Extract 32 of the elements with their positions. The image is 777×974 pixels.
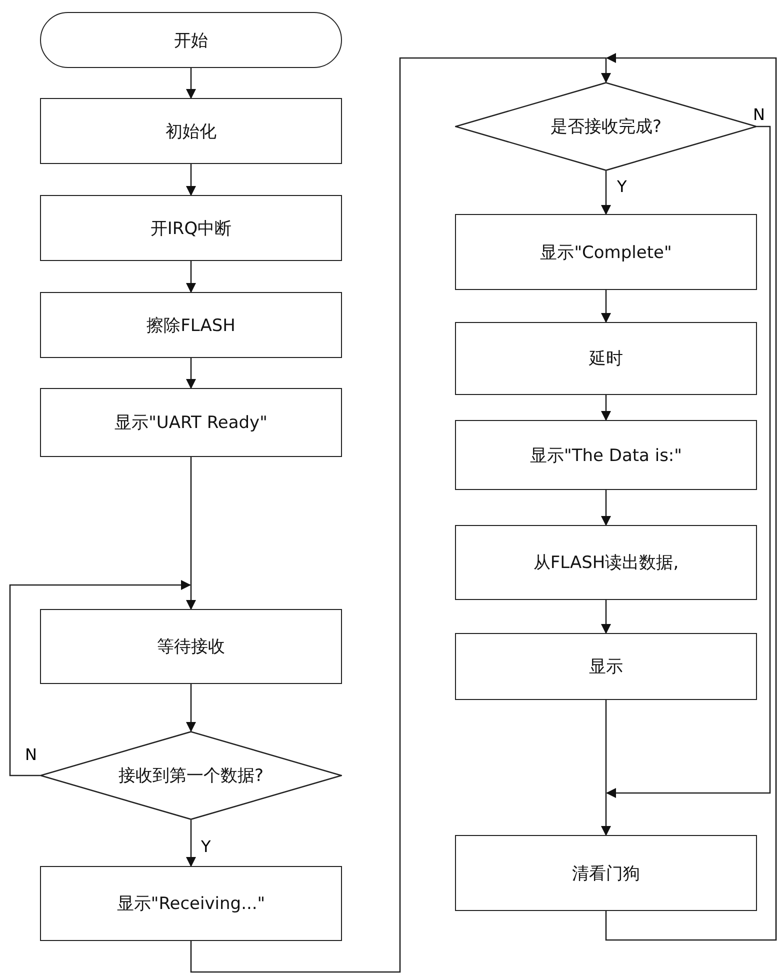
arrow [601, 171, 611, 215]
arrow [186, 457, 196, 610]
arrow [605, 53, 777, 941]
arrow [186, 820, 196, 867]
arrow [186, 684, 196, 732]
process-box: 显示 [455, 633, 757, 700]
arrow [190, 57, 611, 973]
process-box: 清看门狗 [455, 835, 757, 911]
process-box: 擦除FLASH [40, 292, 342, 358]
arrow [186, 358, 196, 389]
arrow [601, 700, 611, 836]
arrow [601, 395, 611, 421]
arrow [601, 290, 611, 323]
process-box: 开IRQ中断 [40, 195, 342, 261]
arrow [186, 261, 196, 293]
terminal-box: 开始 [40, 12, 342, 68]
arrow [186, 164, 196, 196]
decision-text: 接收到第一个数据? [118, 765, 264, 787]
arrow [601, 490, 611, 526]
arrow [186, 68, 196, 99]
process-box: 显示"The Data is:" [455, 420, 757, 490]
process-box: 等待接收 [40, 609, 342, 684]
process-box: 从FLASH读出数据, [455, 525, 757, 600]
process-box: 显示"UART Ready" [40, 388, 342, 457]
decision-text: 是否接收完成? [550, 116, 662, 138]
process-box: 显示"Complete" [455, 214, 757, 290]
arrow [601, 600, 611, 634]
arrow [606, 126, 771, 798]
process-box: 初始化 [40, 98, 342, 164]
process-box: 显示"Receiving..." [40, 866, 342, 941]
arrow [9, 580, 191, 776]
process-box: 延时 [455, 322, 757, 395]
